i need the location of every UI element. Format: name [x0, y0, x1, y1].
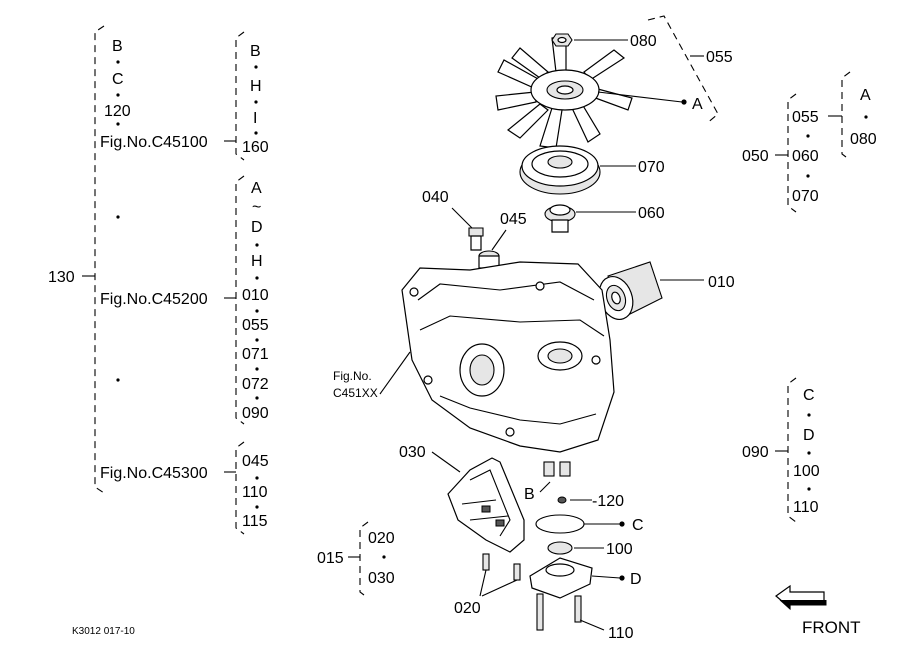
bracket-C45300	[235, 441, 245, 535]
label-050-A: A	[860, 87, 871, 104]
callout-080: 080	[630, 33, 657, 50]
sub3-110: 110	[242, 484, 268, 501]
sub3-045: 045	[242, 453, 269, 470]
label-090-110: 110	[793, 499, 819, 516]
callout-055: 055	[706, 49, 733, 66]
pump-hub-part	[544, 204, 576, 233]
sub2-071: 071	[242, 346, 269, 363]
bracket-055-fan	[647, 15, 719, 125]
label-050-060: 060	[792, 148, 819, 165]
fig-C45300: Fig.No.C45300	[100, 465, 208, 482]
callout-120: -120	[592, 493, 624, 510]
sub2-D: D	[251, 219, 263, 236]
left-bracket-tree: 130 B C 120 Fig.No.C45100 B H I 160 Fig.…	[48, 25, 269, 535]
item-120: 120	[104, 103, 131, 120]
item-C: C	[112, 71, 124, 88]
label-130: 130	[48, 269, 75, 286]
bracket-055	[841, 71, 851, 161]
fig-ref-line1: Fig.No.	[333, 369, 372, 383]
sub-B: B	[250, 43, 261, 60]
fig-C45200: Fig.No.C45200	[100, 291, 208, 308]
callout-030: 030	[399, 444, 426, 461]
label-015: 015	[317, 550, 344, 567]
fig-C45100: Fig.No.C45100	[100, 134, 208, 151]
housing-part	[401, 261, 615, 477]
label-090-C: C	[803, 387, 815, 404]
callouts: 080 055 A 070 060 040 045 010 030 B -120	[399, 15, 735, 642]
bracket-C45100	[235, 31, 245, 161]
sub-I: I	[253, 110, 257, 127]
callout-045: 045	[500, 211, 527, 228]
sub2-090: 090	[242, 405, 269, 422]
sub2-010: 010	[242, 287, 269, 304]
callout-100: 100	[606, 541, 633, 558]
pulley-part	[519, 145, 601, 195]
callout-B: B	[524, 486, 535, 503]
sub2-H: H	[251, 253, 263, 270]
bracket-090	[787, 377, 797, 523]
callout-A: A	[692, 96, 703, 113]
front-label: FRONT	[802, 618, 861, 637]
oil-filter-part	[598, 261, 663, 320]
plugs-part	[468, 227, 500, 269]
callout-010: 010	[708, 274, 735, 291]
figure-code: K3012 017-10	[72, 626, 135, 637]
pump-assembly-part	[529, 496, 593, 631]
callout-060: 060	[638, 205, 665, 222]
group-090: 090 C D 100 110	[742, 377, 820, 523]
bracket-050	[787, 93, 797, 213]
fig-ref-line2: C451XX	[333, 386, 378, 400]
callout-020: 020	[454, 600, 481, 617]
item-B: B	[112, 38, 123, 55]
group-050: 050 055 060 070 A 080	[742, 71, 877, 213]
callout-040: 040	[422, 189, 449, 206]
sub-160: 160	[242, 139, 269, 156]
sub2-055: 055	[242, 317, 269, 334]
sub3-115: 115	[242, 513, 268, 530]
label-015-020: 020	[368, 530, 395, 547]
fan-part	[495, 33, 633, 149]
bracket-130	[94, 25, 105, 494]
label-015-030: 030	[368, 570, 395, 587]
bracket-015	[359, 521, 369, 599]
group-015: 015 020 030	[317, 521, 395, 599]
fig-ref: Fig.No. C451XX	[333, 351, 411, 400]
label-050-055: 055	[792, 109, 819, 126]
label-050-080: 080	[850, 131, 877, 148]
sub2-A: A	[251, 180, 262, 197]
label-090-D: D	[803, 427, 815, 444]
cover-part	[447, 457, 525, 581]
sub2-tilde: ~	[252, 199, 261, 216]
callout-110: 110	[608, 625, 634, 642]
label-090-100: 100	[793, 463, 820, 480]
callout-C: C	[632, 517, 644, 534]
front-arrow: FRONT	[775, 584, 861, 637]
label-090: 090	[742, 444, 769, 461]
label-050: 050	[742, 148, 769, 165]
bracket-C45200	[235, 175, 245, 425]
callout-070: 070	[638, 159, 665, 176]
label-050-070: 070	[792, 188, 819, 205]
sub2-072: 072	[242, 376, 269, 393]
callout-D: D	[630, 571, 642, 588]
sub-H: H	[250, 78, 262, 95]
